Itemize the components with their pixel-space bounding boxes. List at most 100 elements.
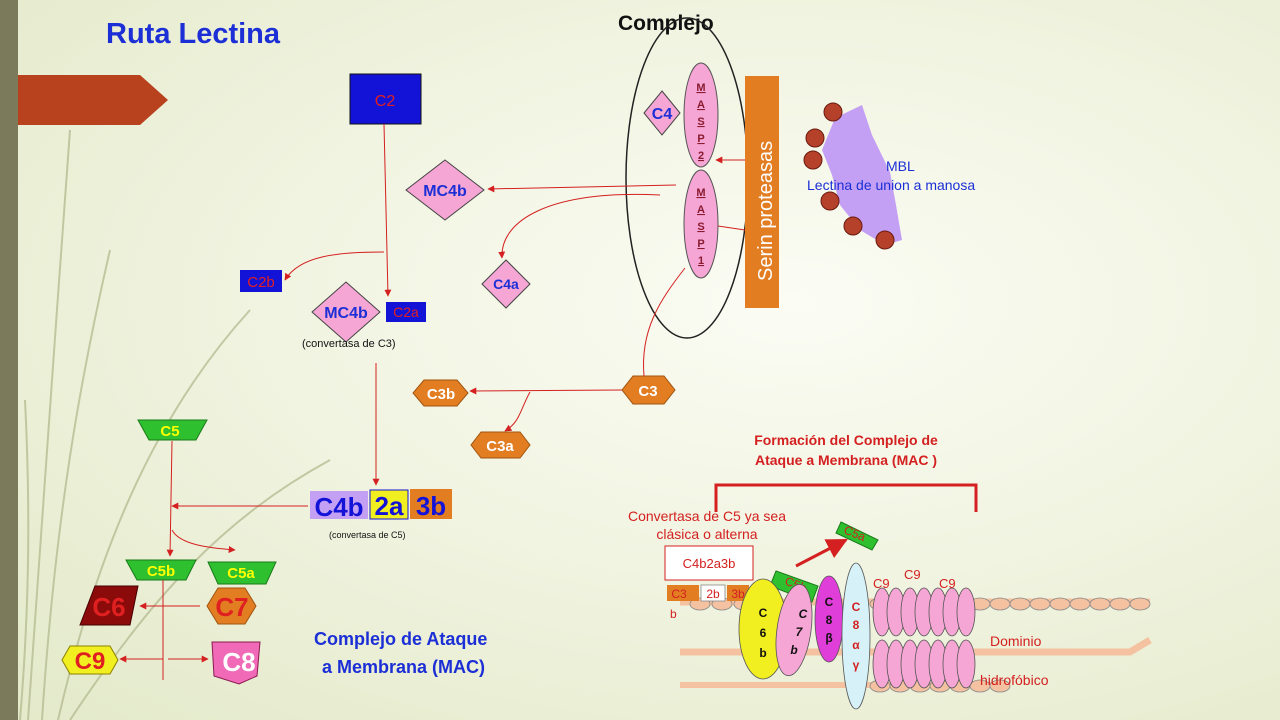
svg-text:Serin proteasas: Serin proteasas	[755, 141, 777, 281]
c9-node: C9	[61, 645, 119, 675]
c2b-node: C2b	[240, 270, 282, 292]
svg-text:MC4b: MC4b	[423, 183, 467, 200]
mc4b-mid-node: MC4b	[311, 281, 381, 343]
c5a-release-arrow	[795, 538, 848, 568]
svg-text:A: A	[697, 204, 705, 216]
svg-text:γ: γ	[853, 658, 860, 672]
svg-text:b: b	[759, 646, 766, 660]
c3-convertase-caption: (convertasa de C3)	[302, 338, 396, 350]
mac-panel-title-1: Formación del Complejo de	[754, 432, 938, 448]
svg-text:C3: C3	[638, 383, 657, 400]
svg-text:C2a: C2a	[393, 304, 419, 320]
c6-node: C6	[79, 585, 139, 626]
c5a-node: C5a	[207, 561, 277, 585]
svg-text:C4b: C4b	[314, 492, 363, 522]
svg-text:α: α	[852, 638, 860, 652]
serin-line-masp1	[717, 225, 746, 231]
c3a-node: C3a	[470, 431, 531, 459]
svg-text:C5a: C5a	[227, 565, 255, 582]
svg-text:S: S	[697, 116, 704, 128]
c9-polymer	[872, 587, 976, 689]
svg-text:3b: 3b	[731, 587, 745, 601]
svg-text:C2: C2	[375, 93, 396, 110]
mac-c7b: C 7 b	[775, 583, 813, 677]
svg-text:A: A	[697, 99, 705, 111]
c9-label-1: C9	[873, 576, 890, 591]
svg-text:C7: C7	[215, 592, 248, 622]
svg-text:3b: 3b	[416, 491, 446, 521]
svg-text:C5b: C5b	[147, 563, 175, 580]
mbl-lectin	[803, 102, 902, 250]
c4a-node: C4a	[481, 259, 531, 309]
mac-c8alpha-gamma: C 8 α γ	[841, 562, 871, 710]
masp1-node: M A S P 1	[683, 169, 719, 279]
svg-text:C4b2a3b: C4b2a3b	[683, 556, 736, 571]
c9-label-2: C9	[904, 567, 921, 582]
svg-text:8: 8	[826, 613, 833, 627]
hidrofobico-label: hidrofóbico	[980, 672, 1049, 688]
svg-text:2a: 2a	[375, 491, 404, 521]
c5-convertase-caption: (convertasa de C5)	[329, 530, 406, 540]
c4b2a3b-box: C4b2a3b	[664, 545, 754, 581]
c2-node: C2	[349, 73, 422, 125]
svg-text:2: 2	[698, 150, 704, 162]
svg-text:C: C	[799, 607, 808, 621]
mac-c8beta: C 8 β	[814, 575, 844, 663]
svg-text:M: M	[696, 187, 705, 199]
svg-text:C: C	[852, 600, 861, 614]
svg-text:2b: 2b	[706, 587, 720, 601]
svg-text:C4a: C4a	[493, 276, 519, 292]
c3-node: C3	[621, 375, 676, 405]
svg-text:8: 8	[853, 618, 860, 632]
svg-text:C2b: C2b	[247, 274, 275, 291]
complex-ellipse	[625, 17, 749, 339]
svg-text:β: β	[825, 631, 832, 645]
c5b-node: C5b	[125, 559, 197, 581]
svg-text:C: C	[825, 595, 834, 609]
svg-text:M: M	[696, 82, 705, 94]
c5-node: C5	[137, 419, 208, 441]
svg-text:C3b: C3b	[427, 386, 455, 403]
small-box-c3: C3	[667, 585, 699, 601]
dominio-label: Dominio	[990, 633, 1042, 649]
svg-text:7: 7	[796, 625, 804, 639]
pathway-arrows	[119, 123, 686, 680]
mc4b-top-node: MC4b	[405, 159, 485, 221]
mbl-label: MBL	[886, 158, 915, 174]
mac-caption-line1: Complejo de Ataque	[314, 629, 487, 649]
mac-bracket	[714, 483, 978, 512]
svg-text:P: P	[697, 238, 704, 250]
mbl-description: Lectina de union a manosa	[807, 177, 975, 193]
svg-text:1: 1	[698, 255, 704, 267]
small-box-3b: 3b	[727, 585, 749, 601]
title-arrow-banner	[18, 75, 168, 125]
left-decor-bar	[0, 0, 18, 720]
svg-text:C8: C8	[222, 647, 255, 677]
c4-node: C4	[643, 90, 681, 136]
c9-label-3: C9	[939, 576, 956, 591]
c7-node: C7	[206, 587, 257, 625]
masp2-node: M A S P 2	[683, 62, 719, 168]
complejo-label: Complejo	[618, 12, 714, 35]
svg-text:C6: C6	[92, 592, 125, 622]
mac-c6b: C 6 b	[738, 578, 788, 680]
mac-c5a-tag: C5a	[835, 521, 879, 551]
svg-text:C5: C5	[160, 423, 179, 440]
c5-convertase: C4b 2a 3b	[310, 489, 452, 522]
mac-panel-title-2: Ataque a Membrana (MAC )	[755, 452, 937, 468]
svg-text:S: S	[697, 221, 704, 233]
svg-text:C4: C4	[652, 106, 673, 123]
svg-text:6: 6	[760, 626, 767, 640]
mac-caption-line2: a Membrana (MAC)	[322, 657, 485, 677]
convertase-note-2: clásica o alterna	[656, 526, 757, 542]
page-title: Ruta Lectina	[106, 18, 281, 50]
svg-text:C: C	[759, 606, 768, 620]
svg-text:C3: C3	[671, 587, 687, 601]
svg-text:P: P	[697, 133, 704, 145]
c2a-node: C2a	[386, 302, 426, 322]
c8-node: C8	[211, 641, 261, 685]
svg-text:b: b	[790, 643, 797, 657]
convertase-note-1: Convertasa de C5 ya sea	[628, 508, 786, 524]
svg-text:C9: C9	[75, 648, 106, 675]
